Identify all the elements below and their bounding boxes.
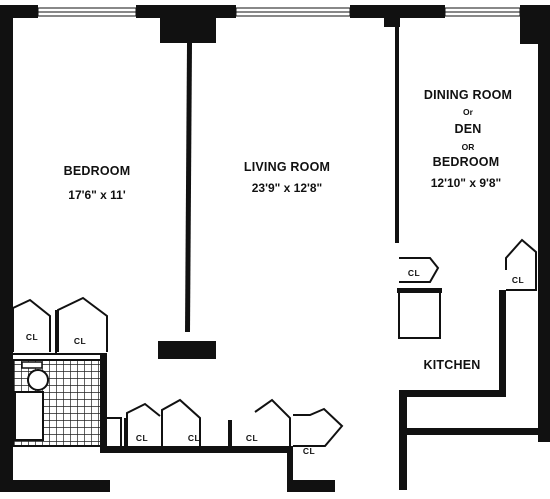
- column-top-right: [520, 10, 538, 44]
- kitchen-wall-top: [399, 390, 501, 397]
- closets: [12, 238, 537, 452]
- bedroom-name: BEDROOM: [64, 164, 131, 178]
- wall-left: [0, 5, 13, 492]
- partition-bedroom-living: [185, 43, 192, 332]
- dining-closet-lower: [398, 293, 441, 339]
- partition-dining: [395, 25, 399, 243]
- closet-label: CL: [303, 446, 315, 456]
- pier-top-right: [384, 5, 400, 27]
- closet-label: CL: [136, 433, 148, 443]
- bedroom-dimensions: 17'6" x 11': [68, 188, 126, 202]
- closet-label: CL: [246, 433, 258, 443]
- dining-room-name: DINING ROOM: [424, 88, 512, 102]
- column-top-left: [160, 10, 216, 43]
- entry-door-swing: [107, 417, 122, 452]
- kitchen-wall-left: [399, 390, 407, 490]
- entry-wall-bottom: [287, 480, 335, 492]
- bath-wall-right: [100, 355, 107, 453]
- wall-bottom-left: [0, 480, 110, 492]
- interior-walls: [100, 25, 543, 492]
- room-labels: BEDROOM 17'6" x 11' LIVING ROOM 23'9" x …: [64, 88, 512, 372]
- kitchen-name: KITCHEN: [424, 358, 481, 372]
- living-room-dimensions: 23'9" x 12'8": [252, 181, 322, 195]
- dining-dimensions: 12'10" x 9'8": [431, 176, 501, 190]
- kitchen-wall-right: [499, 290, 506, 397]
- living-room-name: LIVING ROOM: [244, 160, 330, 174]
- entry-closet-wall: [287, 446, 293, 492]
- kitchen-wall-bottom: [403, 428, 543, 435]
- wall-top-left: [0, 5, 38, 18]
- closet-partition-2: [228, 420, 232, 450]
- hall-closet-2: [161, 398, 201, 446]
- hall-closet-wall: [100, 446, 290, 453]
- dining-closet: [399, 257, 440, 283]
- windows: [37, 7, 521, 17]
- bath-vanity: [21, 361, 43, 369]
- closet-label: CL: [188, 433, 200, 443]
- kitchen-closet: [505, 238, 537, 291]
- bedroom-closet-1: [12, 298, 51, 352]
- dining-closet-wall: [397, 288, 442, 293]
- bathtub: [14, 391, 44, 441]
- bathroom: [12, 359, 102, 447]
- closet-label: CL: [512, 275, 524, 285]
- closet-labels: CL CL CL CL CL CL CL CL: [26, 268, 524, 456]
- dining-bedroom-name: BEDROOM: [433, 155, 500, 169]
- toilet: [27, 369, 49, 391]
- closet-label: CL: [408, 268, 420, 278]
- dining-or-1: Or: [463, 107, 474, 117]
- closet-label: CL: [26, 332, 38, 342]
- wall-right: [538, 5, 550, 442]
- column-lower: [158, 341, 216, 359]
- closet-label: CL: [74, 336, 86, 346]
- exterior-walls: [0, 5, 550, 492]
- bedroom-closet-2: [57, 296, 108, 352]
- hall-closet-1: [126, 402, 161, 446]
- dining-or-2: OR: [462, 142, 475, 152]
- entry-closet: [293, 407, 344, 447]
- den-name: DEN: [455, 122, 482, 136]
- hall-closet-3: [254, 398, 291, 446]
